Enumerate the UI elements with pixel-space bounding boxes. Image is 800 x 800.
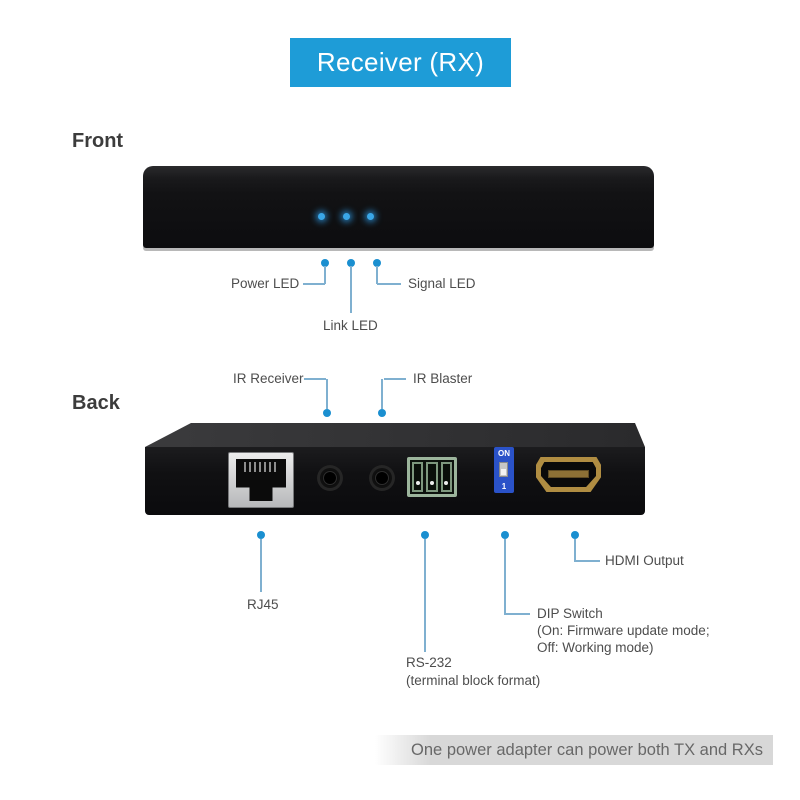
- link-led-callout-line: [350, 266, 352, 313]
- dip-switch-callout-line: [504, 539, 506, 615]
- power-led-callout-line: [324, 266, 326, 284]
- ir-receiver-jack: [317, 465, 343, 491]
- signal-led-callout-line: [376, 266, 378, 284]
- rj45-opening: [236, 459, 286, 501]
- signal-led-light: [367, 213, 374, 220]
- title-banner: Receiver (RX): [290, 38, 511, 87]
- link-led-light: [343, 213, 350, 220]
- dip-switch-callout-line: [506, 613, 530, 615]
- hdmi-output-label: HDMI Output: [605, 553, 684, 568]
- dip-switch: ON 1: [494, 447, 514, 493]
- terminal-cell: [440, 462, 452, 492]
- signal-led-callout-dot: [373, 259, 381, 267]
- rj45-label: RJ45: [247, 597, 279, 612]
- power-led-light: [318, 213, 325, 220]
- ir-receiver-label: IR Receiver: [233, 371, 304, 386]
- dip-switch-slider: [499, 462, 508, 477]
- dip-switch-callout-dot: [501, 531, 509, 539]
- ir-blaster-callout-line: [384, 378, 406, 380]
- front-device: [143, 166, 654, 248]
- back-section-label: Back: [72, 392, 120, 414]
- ir-receiver-callout-dot: [323, 409, 331, 417]
- terminal-cell: [412, 462, 424, 492]
- hdmi-output-callout-dot: [571, 531, 579, 539]
- ir-blaster-callout-dot: [378, 409, 386, 417]
- dip-switch-on-label: ON: [498, 449, 510, 458]
- page-title: Receiver (RX): [316, 47, 485, 77]
- rj45-callout-line: [260, 539, 262, 592]
- dip-switch-label: DIP Switch: [537, 606, 603, 621]
- signal-led-callout-line: [377, 283, 401, 285]
- ir-blaster-label: IR Blaster: [413, 371, 473, 386]
- ir-blaster-jack: [369, 465, 395, 491]
- rs232-callout-dot: [421, 531, 429, 539]
- dip-switch-sublabel-line1: (On: Firmware update mode;: [537, 623, 710, 638]
- hdmi-output-callout-line: [576, 560, 600, 562]
- footer-note-text: One power adapter can power both TX and …: [411, 740, 763, 759]
- back-device-top-face: [145, 423, 645, 447]
- ir-blaster-callout-line: [381, 379, 383, 409]
- front-section-label: Front: [72, 130, 124, 152]
- power-led-callout-dot: [321, 259, 329, 267]
- rs232-terminal-block: [407, 457, 457, 497]
- rj45-pins: [244, 462, 278, 472]
- hdmi-port: [536, 457, 601, 492]
- footer-note-bar: One power adapter can power both TX and …: [375, 735, 773, 765]
- link-led-callout-dot: [347, 259, 355, 267]
- link-led-label: Link LED: [323, 318, 378, 333]
- signal-led-label: Signal LED: [408, 276, 476, 291]
- ir-receiver-callout-line: [326, 379, 328, 409]
- back-device: ON 1: [145, 423, 645, 515]
- dip-switch-position-label: 1: [501, 482, 507, 491]
- rj45-port: [228, 452, 294, 508]
- power-led-callout-line: [303, 283, 325, 285]
- terminal-cell: [426, 462, 438, 492]
- rs232-sublabel: (terminal block format): [406, 673, 541, 688]
- power-led-label: Power LED: [231, 276, 300, 291]
- ir-receiver-callout-line: [304, 378, 326, 380]
- dip-switch-sublabel-line2: Off: Working mode): [537, 640, 654, 655]
- rs232-callout-line: [424, 539, 426, 652]
- rj45-callout-dot: [257, 531, 265, 539]
- rs232-label: RS-232: [406, 655, 452, 670]
- hdmi-output-callout-line: [574, 539, 576, 562]
- hdmi-connector-strip: [548, 470, 589, 478]
